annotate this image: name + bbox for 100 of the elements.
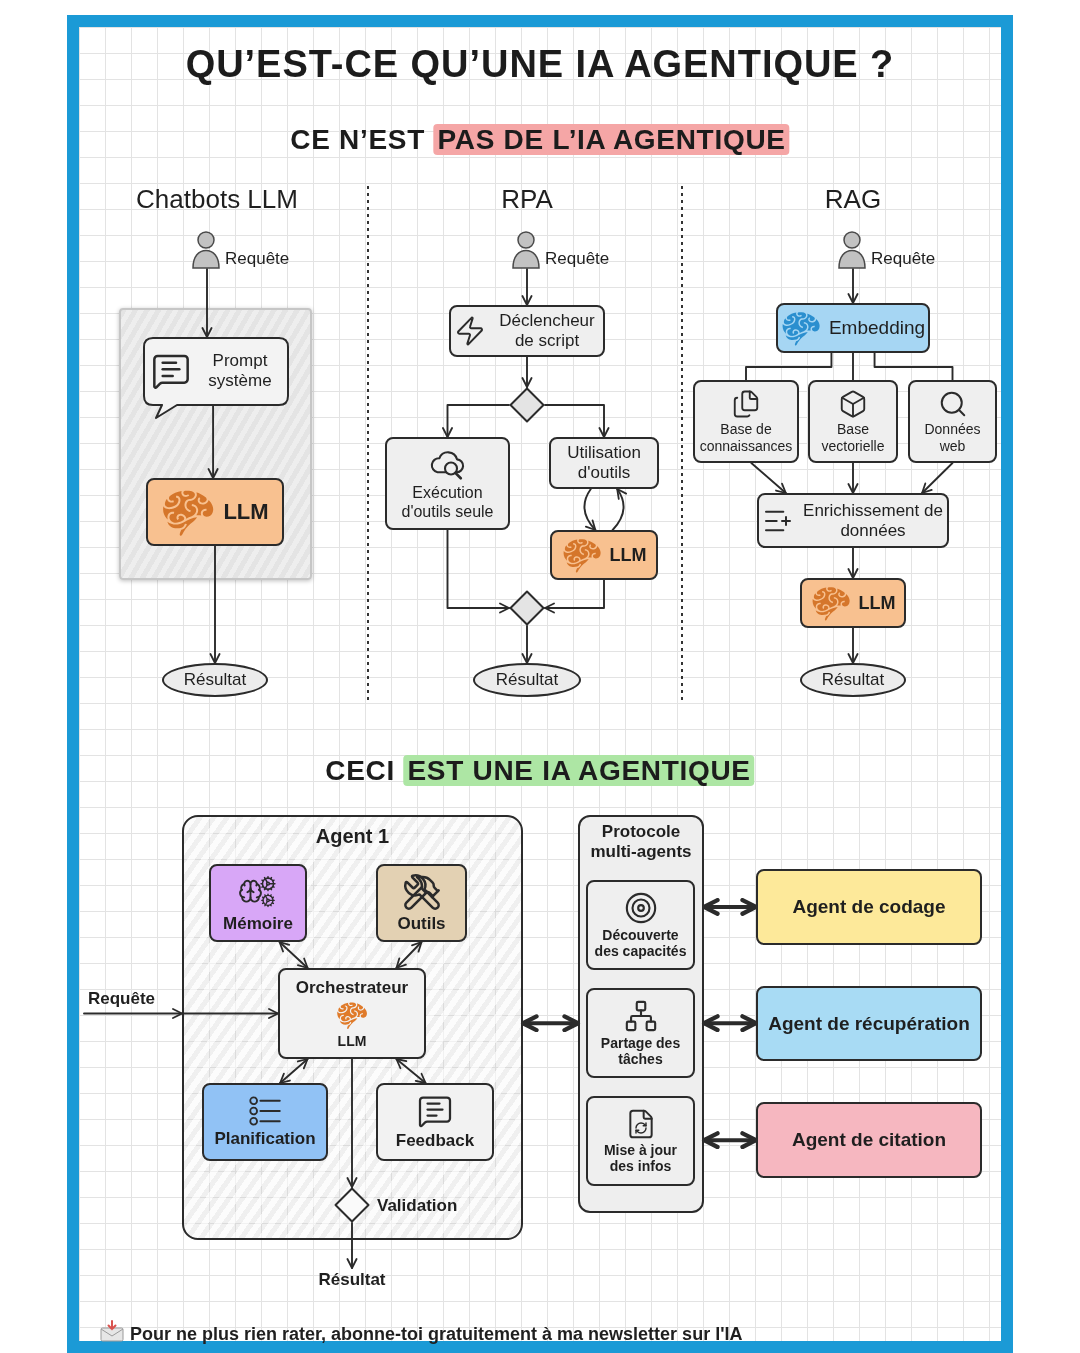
node-label: Mise à jour des infos: [602, 1141, 679, 1175]
process-box: [376, 1083, 494, 1161]
process-box: [146, 478, 284, 546]
node-label: LLM: [858, 592, 896, 614]
process-box: [586, 1096, 695, 1186]
process-box: [908, 380, 997, 463]
column-heading: RAG: [824, 183, 882, 216]
process-box: [549, 437, 659, 489]
connector-line: [873, 352, 954, 381]
arrow: [583, 488, 597, 531]
arrow: [446, 529, 510, 614]
decision-diamond: [334, 1187, 370, 1223]
process-box: [776, 303, 930, 353]
node-label: Résultat: [183, 670, 247, 690]
double-arrow: [701, 1014, 759, 1033]
double-arrow: [395, 1058, 427, 1084]
node-label: Résultat: [318, 1270, 386, 1290]
arrow: [544, 404, 610, 438]
node-label: Partage des tâches: [599, 1034, 682, 1068]
connector-line: [852, 352, 854, 381]
arrow: [847, 547, 859, 579]
double-arrow: [701, 897, 759, 916]
node-label: LLM: [223, 499, 269, 525]
node-label: Exécution d'outils seule: [400, 484, 495, 521]
group-panel: [119, 308, 312, 580]
node-label: Agent de citation: [791, 1129, 947, 1151]
process-box: [756, 986, 982, 1061]
node-label: LLM: [337, 1033, 367, 1050]
arrow: [83, 1008, 279, 1019]
arrow: [847, 462, 859, 494]
column-heading: RPA: [501, 183, 553, 216]
node-label: Données web: [923, 421, 982, 454]
node-label: Enrichissement de données: [802, 500, 944, 541]
node-label: Mémoire: [223, 914, 293, 934]
node-label: Feedback: [395, 1131, 475, 1151]
node-label: LLM: [609, 544, 647, 566]
node-label: Planification: [214, 1129, 316, 1149]
arrow: [346, 1222, 358, 1269]
node-label: Prompt système: [207, 351, 273, 391]
node-label: Requête: [545, 249, 610, 269]
arrow: [521, 268, 533, 306]
arrow: [847, 268, 859, 304]
panel-title: Protocole multi-agents: [589, 822, 693, 862]
protocol-panel: [578, 815, 704, 1213]
process-box: [756, 869, 982, 945]
process-box: [385, 437, 510, 530]
process-box: [449, 305, 605, 357]
double-arrow: [395, 941, 423, 969]
title: QU’EST-CE QU’UNE IA AGENTIQUE ?: [185, 42, 895, 87]
arrow: [207, 404, 219, 479]
process-box: [808, 380, 898, 463]
arrow: [611, 488, 627, 531]
node-label: Résultat: [495, 670, 559, 690]
arrow: [209, 545, 221, 664]
process-box: [586, 880, 695, 970]
arrow: [921, 462, 954, 494]
node-label: Utilisation d'outils: [566, 443, 642, 483]
arrow: [442, 404, 510, 438]
node-label: Agent de récupération: [768, 1012, 970, 1035]
arrow: [346, 1058, 358, 1188]
decision-diamond: [509, 590, 545, 626]
node-label: Découverte des capacités: [593, 926, 688, 960]
process-box: [202, 1083, 328, 1161]
arrow: [544, 579, 605, 614]
process-box: [757, 493, 949, 548]
arrow: [201, 268, 213, 338]
process-box: [800, 578, 906, 628]
double-arrow: [278, 941, 309, 969]
process-box: [756, 1102, 982, 1178]
arrow: [521, 625, 533, 664]
arrow: [750, 462, 787, 494]
process-box: [586, 988, 695, 1078]
node-label: Base de connaissances: [698, 421, 794, 454]
decision-diamond: [509, 387, 545, 423]
edge-label: Requête: [88, 988, 156, 1010]
arrow: [521, 356, 533, 388]
process-box: [278, 968, 426, 1059]
process-box: [550, 530, 658, 580]
node-label: Résultat: [821, 670, 885, 690]
node-label: Base vectorielle: [820, 421, 886, 454]
panel-title: Agent 1: [315, 825, 390, 848]
arrow: [847, 627, 859, 664]
double-arrow: [520, 1014, 581, 1033]
column-heading: Chatbots LLM: [136, 183, 298, 216]
node-label: Agent de codage: [792, 896, 946, 918]
double-arrow: [701, 1131, 759, 1150]
node-caption: Validation: [377, 1195, 458, 1217]
node-label: Requête: [225, 249, 290, 269]
process-box: [693, 380, 799, 463]
node-label: Déclencheur de script: [498, 311, 596, 351]
connector-line: [745, 352, 833, 381]
node-label: Requête: [871, 249, 936, 269]
process-box: [376, 864, 467, 942]
footer-note: Pour ne plus rien rater, abonne-toi gratuitement à ma newsletter sur l'IA: [130, 1323, 743, 1346]
node-label: Outils: [397, 914, 446, 934]
double-arrow: [279, 1058, 309, 1084]
node-label: Orchestrateur: [295, 977, 409, 998]
node-label: Embedding: [828, 317, 926, 339]
agent-panel: [182, 815, 523, 1240]
process-box: [209, 864, 307, 942]
